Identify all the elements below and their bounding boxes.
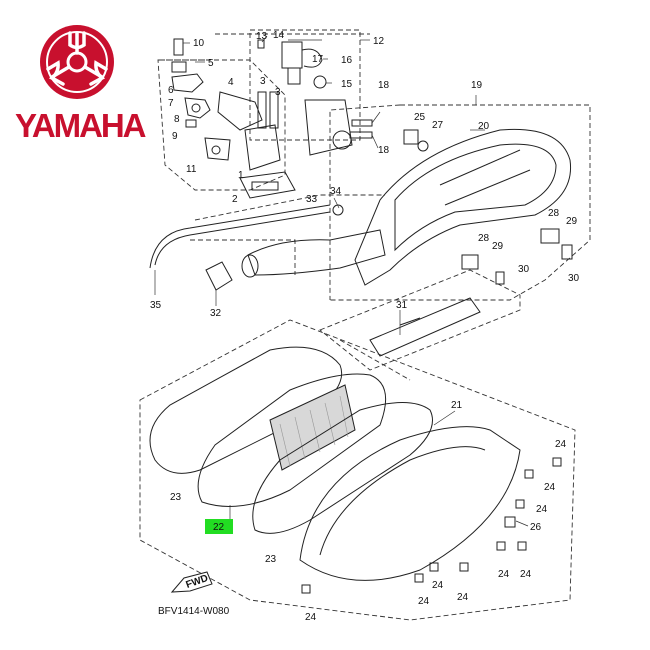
filter-element-22	[269, 384, 356, 471]
callout-5: 5	[208, 58, 214, 69]
diagram-code: BFV1414-W080	[158, 606, 230, 617]
callout-24c: 24	[536, 504, 548, 515]
callout-35: 35	[150, 300, 162, 311]
callout-27: 27	[432, 120, 444, 131]
callout-3: 3	[260, 76, 266, 87]
callout-30: 30	[568, 273, 580, 284]
callout-24f: 24	[457, 592, 469, 603]
forward-direction-arrow: FWD	[170, 571, 213, 593]
callout-25: 25	[414, 112, 426, 123]
callout-32: 32	[210, 308, 222, 319]
callout-33: 33	[306, 194, 318, 205]
callout-9: 9	[172, 131, 178, 142]
callout-16: 16	[341, 55, 353, 66]
cover-21	[299, 426, 521, 581]
callout-23b: 23	[265, 554, 277, 565]
highlighted-callout-22[interactable]: 22	[205, 519, 233, 534]
callout-labels: 10 5 6 7 8 9 11 4 3 3 1 2 13 14 12 16 17…	[150, 30, 580, 623]
callout-20: 20	[478, 121, 490, 132]
callout-31: 31	[396, 300, 408, 311]
callout-22: 22	[213, 522, 225, 533]
callout-24e: 24	[520, 569, 532, 580]
brand-wordmark: YAMAHA	[15, 107, 147, 144]
element-22-frame	[197, 373, 387, 507]
screws-24	[301, 457, 562, 594]
callout-29: 29	[566, 216, 578, 227]
air-cleaner-case	[354, 128, 573, 357]
seal-23-upper	[149, 346, 342, 474]
yamaha-logo: YAMAHA	[15, 25, 147, 144]
callout-17: 17	[312, 54, 324, 65]
callout-28b: 28	[478, 233, 490, 244]
callout-18: 18	[378, 80, 390, 91]
callout-24b: 24	[544, 482, 556, 493]
callout-18b: 18	[378, 145, 390, 156]
callout-30b: 30	[518, 264, 530, 275]
callout-34: 34	[330, 186, 342, 197]
secondary-air-valve-assembly	[171, 38, 296, 199]
callout-24d: 24	[498, 569, 510, 580]
callout-3b: 3	[275, 87, 281, 98]
intake-hoses	[149, 204, 386, 291]
callout-24h: 24	[418, 596, 430, 607]
callout-7: 7	[168, 98, 174, 109]
callout-2: 2	[232, 194, 238, 205]
callout-24a: 24	[555, 439, 567, 450]
callout-13: 13	[256, 31, 268, 42]
callout-14: 14	[273, 30, 285, 41]
leader-lines	[154, 35, 529, 527]
callout-10: 10	[193, 38, 205, 49]
callout-12: 12	[373, 36, 385, 47]
callout-26: 26	[530, 522, 542, 533]
callout-23: 23	[170, 492, 182, 503]
callout-15: 15	[341, 79, 353, 90]
tuning-fork-emblem-icon	[40, 25, 114, 99]
callout-11: 11	[186, 164, 197, 175]
callout-24i: 24	[305, 612, 317, 623]
callout-28: 28	[548, 208, 560, 219]
callout-29b: 29	[492, 241, 504, 252]
callout-8: 8	[174, 114, 180, 125]
seal-23-lower	[252, 402, 433, 534]
callout-1: 1	[238, 170, 244, 181]
callout-19: 19	[471, 80, 483, 91]
callout-6: 6	[168, 85, 174, 96]
callout-4: 4	[228, 77, 234, 88]
callout-21: 21	[451, 400, 463, 411]
callout-24g: 24	[432, 580, 444, 591]
filter-and-cover	[149, 346, 562, 594]
